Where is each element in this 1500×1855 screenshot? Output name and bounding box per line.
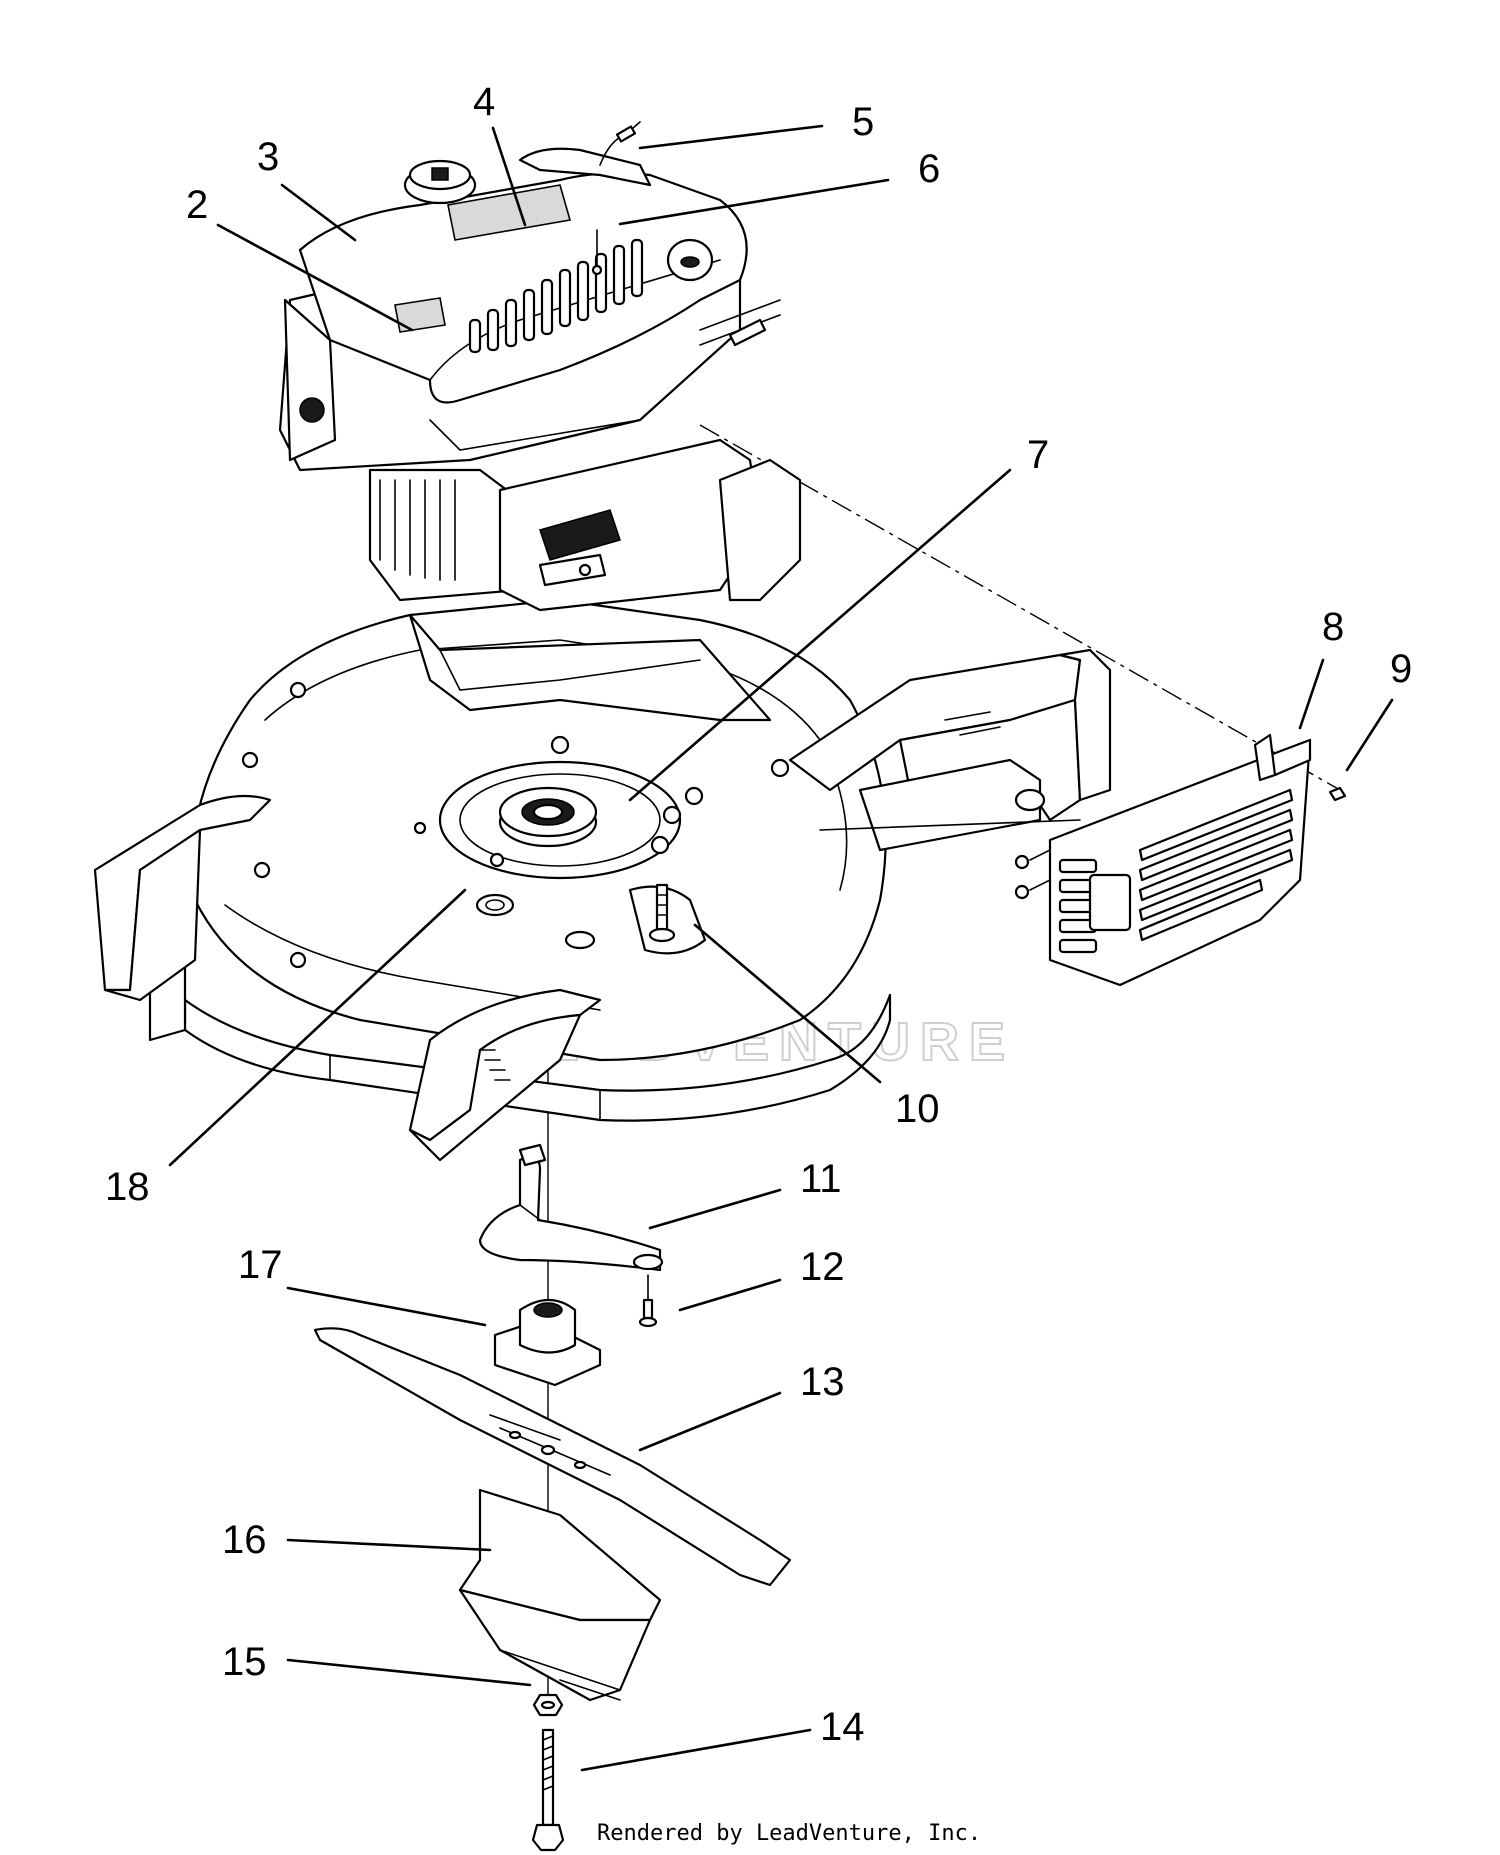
leader-11	[648, 1188, 782, 1230]
rear-guard	[1014, 733, 1347, 987]
callout-9: 9	[1390, 647, 1412, 691]
leader-2	[216, 223, 414, 332]
callout-8: 8	[1322, 605, 1344, 649]
callout-18: 18	[105, 1165, 150, 1209]
callout-4: 4	[473, 80, 495, 124]
leader-4	[491, 126, 527, 227]
callout-7: 7	[1027, 433, 1049, 477]
mower-deck	[148, 598, 892, 1122]
rear-frame	[788, 648, 1112, 852]
leader-9	[1345, 698, 1394, 772]
dashed-assembly-line	[699, 424, 1341, 791]
blade-adapter	[493, 1298, 602, 1387]
callout-16: 16	[222, 1518, 267, 1562]
leader-16	[286, 1538, 492, 1552]
callout-11: 11	[800, 1157, 842, 1201]
mower-blade	[313, 1327, 792, 1587]
callout-13: 13	[800, 1360, 845, 1404]
callout-6: 6	[918, 147, 940, 191]
callout-labels: 2 3 4 5 6 7 8 9 10 11 12 13 14 15 16 17 …	[105, 80, 1412, 1749]
callout-10: 10	[895, 1087, 940, 1131]
leader-17	[286, 1286, 487, 1327]
front-left-wheel-bracket	[93, 794, 272, 1002]
blade-stiffener	[458, 1488, 662, 1702]
engine-assembly	[278, 121, 802, 612]
leader-7	[628, 468, 1012, 802]
leader-lines	[168, 124, 1394, 1772]
leader-15	[286, 1658, 532, 1687]
leader-5	[638, 124, 824, 150]
bolt-and-washer	[531, 1693, 565, 1852]
leader-6	[618, 178, 890, 226]
leader-14	[580, 1728, 812, 1772]
leader-13	[638, 1391, 782, 1452]
leader-12	[678, 1278, 782, 1312]
callout-14: 14	[820, 1705, 865, 1749]
callout-2: 2	[186, 183, 208, 227]
callout-12: 12	[800, 1245, 845, 1289]
leader-10	[693, 923, 882, 1084]
callout-5: 5	[852, 100, 874, 144]
leader-18	[168, 888, 467, 1167]
leader-8	[1298, 658, 1325, 730]
callout-3: 3	[257, 135, 279, 179]
render-credit: Rendered by LeadVenture, Inc.	[597, 1821, 981, 1846]
blade-baffle	[478, 1143, 664, 1328]
front-center-bracket	[408, 988, 602, 1162]
leader-3	[280, 183, 357, 242]
callout-17: 17	[238, 1243, 283, 1287]
callout-15: 15	[222, 1640, 267, 1684]
